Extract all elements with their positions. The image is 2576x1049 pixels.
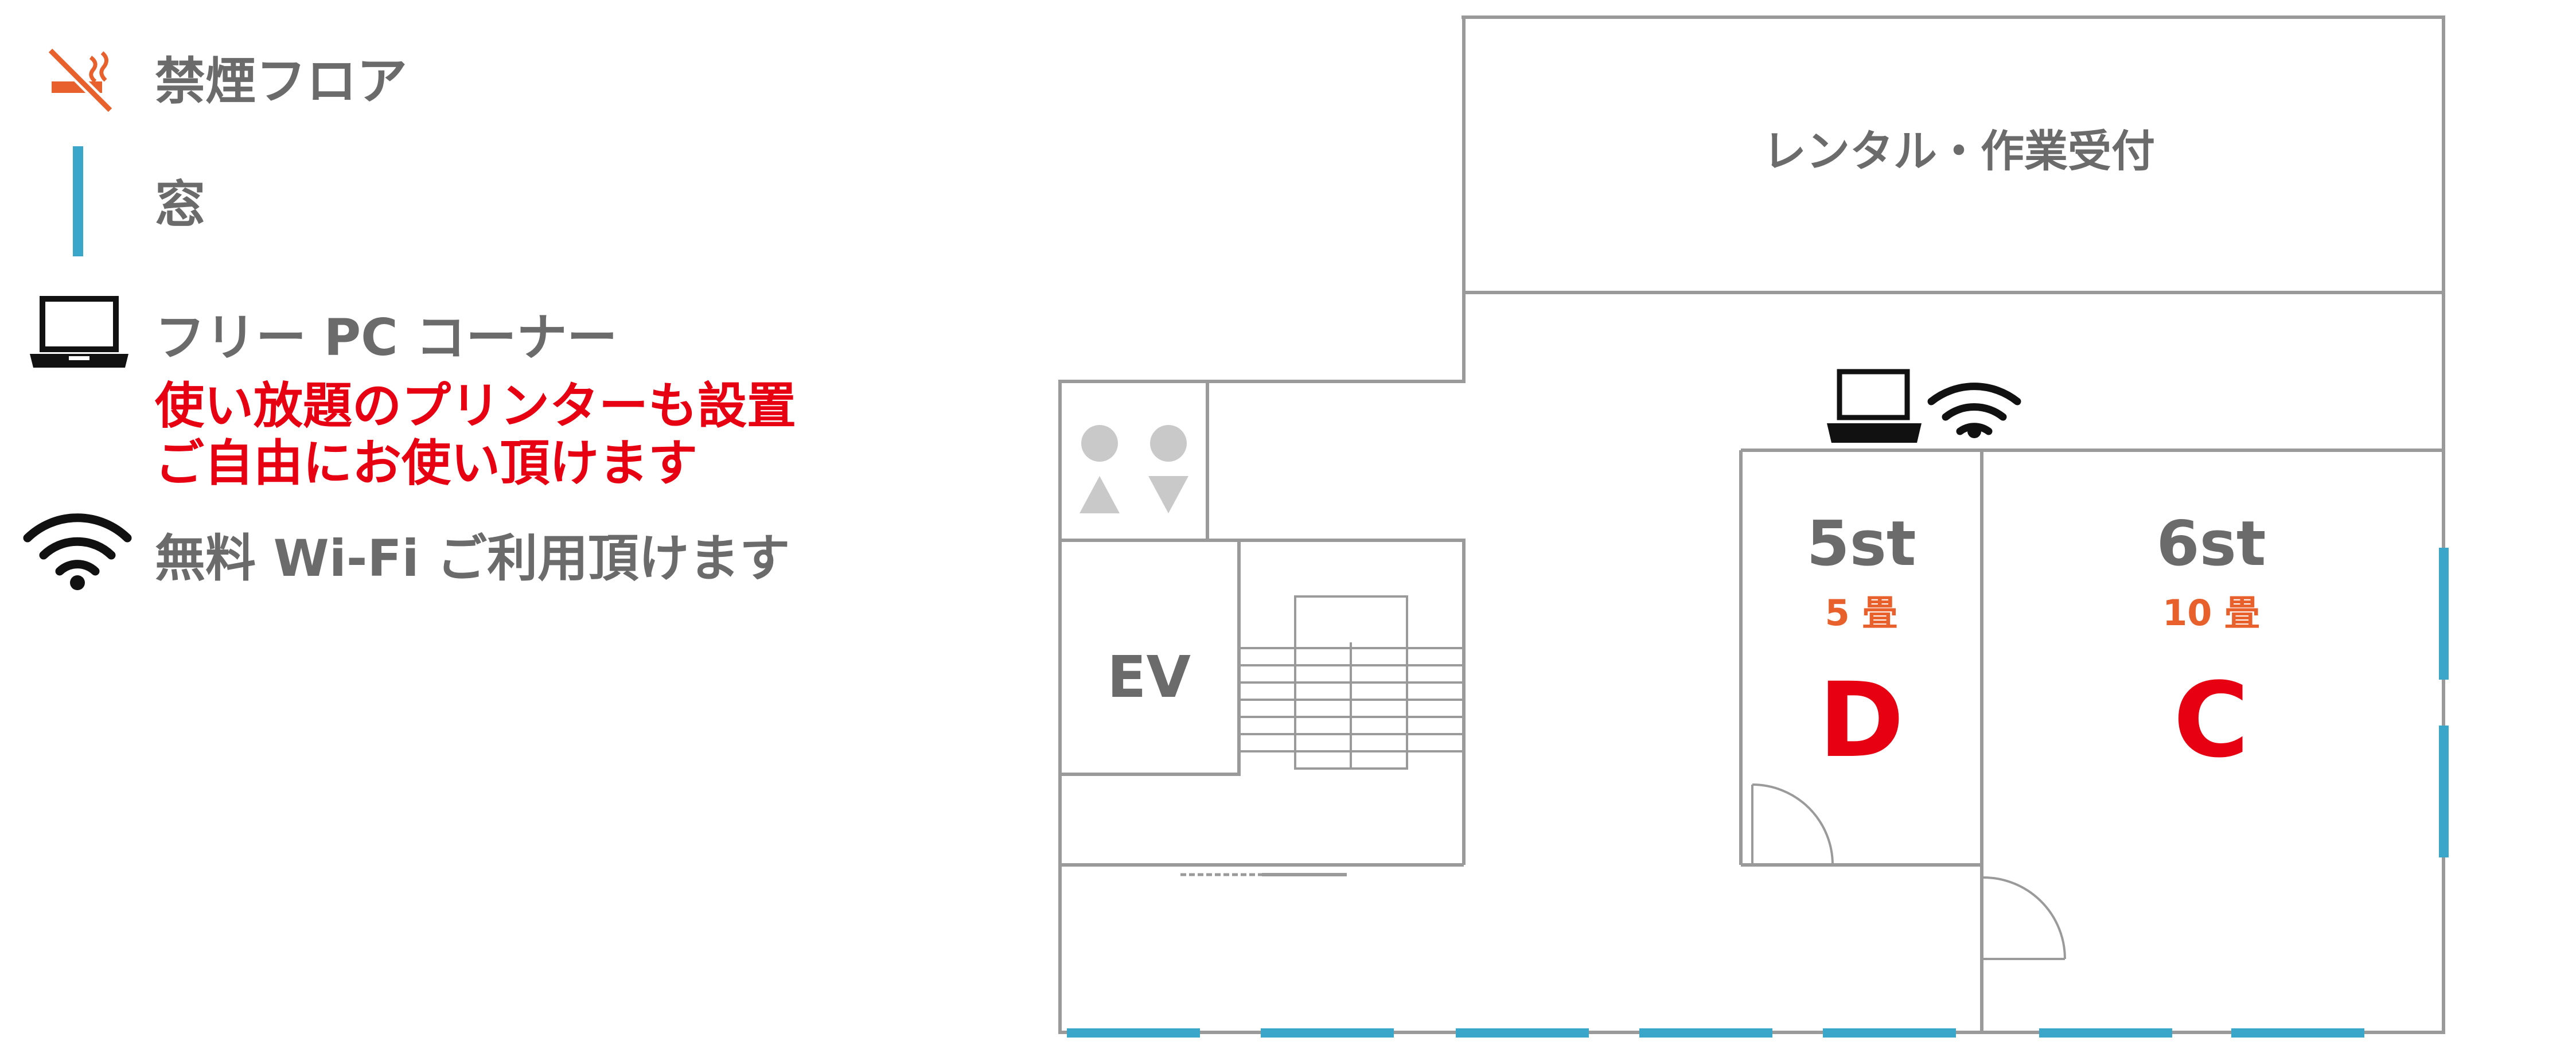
staircase	[1180, 595, 1464, 876]
window-icon	[73, 146, 83, 256]
laptop-icon	[30, 296, 128, 368]
reception-label: レンタル・作業受付	[1763, 126, 2155, 177]
room-d-letter: D	[1818, 661, 1904, 781]
room-d-name: 5st	[1806, 508, 1916, 580]
laptop-icon	[1827, 369, 1922, 443]
wifi-icon	[1927, 383, 2021, 438]
room-c-size: 10 畳	[2162, 592, 2260, 634]
printer-note-line1: 使い放題のプリンターも設置	[155, 377, 796, 435]
room-d-size: 5 畳	[1825, 592, 1898, 634]
walls	[1058, 15, 2445, 1034]
window-label: 窓	[155, 175, 206, 234]
no-smoking-icon	[46, 46, 114, 114]
room-c-name: 6st	[2156, 508, 2266, 580]
windows	[1067, 548, 2449, 1038]
room-c-letter: C	[2173, 661, 2249, 781]
printer-note-line2: ご自由にお使い頂けます	[155, 435, 697, 492]
restroom-icon	[1079, 425, 1188, 513]
doors	[1751, 783, 2066, 960]
no-smoking-label: 禁煙フロア	[155, 52, 408, 111]
ev-label: EV	[1107, 644, 1191, 711]
wifi-label: 無料 Wi-Fi ご利用頂けます	[155, 529, 790, 588]
free-pc-label: フリー PC コーナー	[155, 308, 618, 367]
wifi-icon	[23, 513, 132, 590]
